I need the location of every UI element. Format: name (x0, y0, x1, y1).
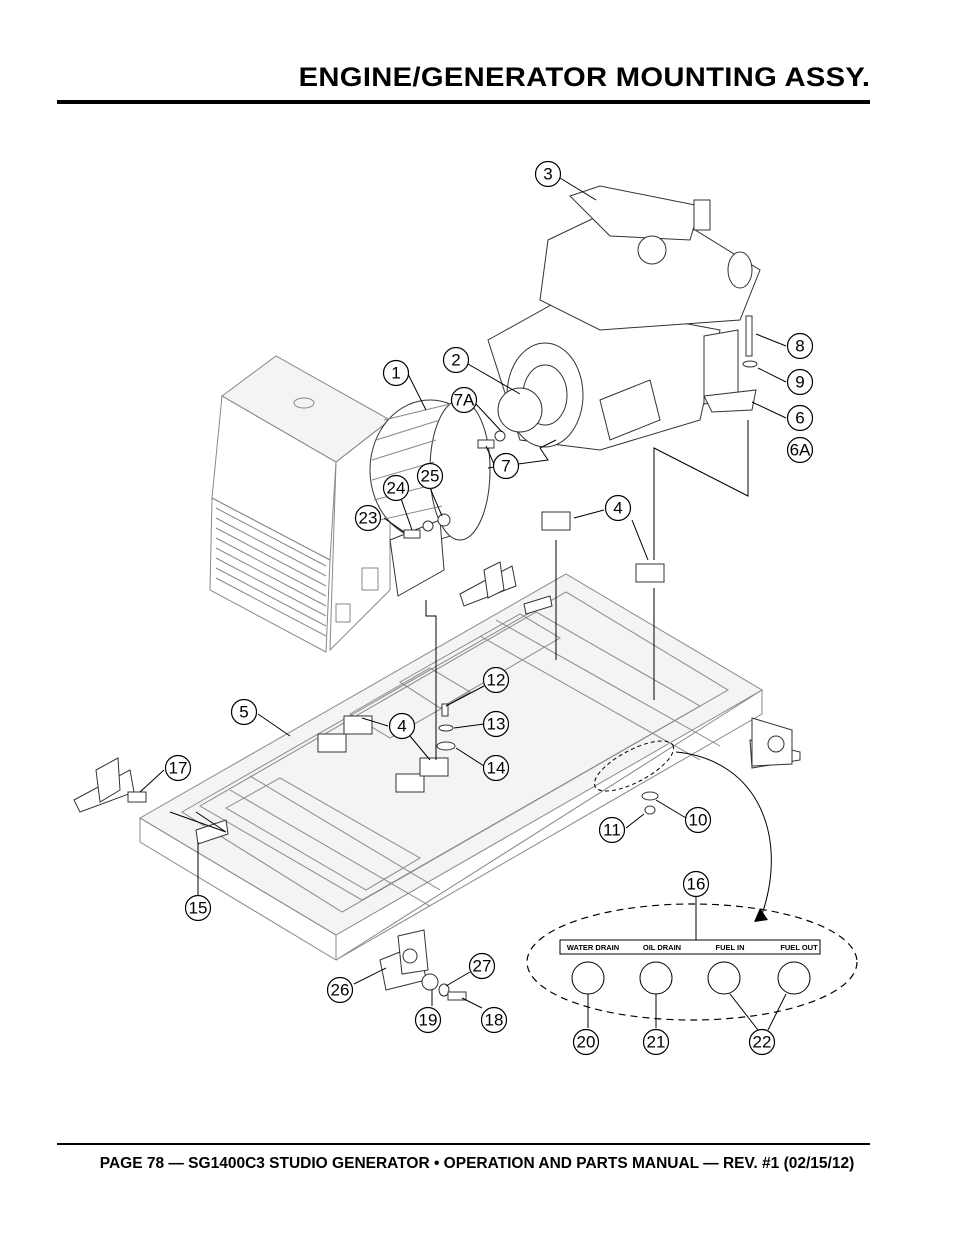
svg-text:21: 21 (647, 1033, 666, 1052)
svg-text:22: 22 (753, 1033, 772, 1052)
callout-18: 18 (480, 1006, 508, 1034)
panel-label-fuel-in: FUEL IN (715, 943, 744, 952)
callout-1: 1 (382, 359, 410, 387)
panel-label-water-drain: WATER DRAIN (567, 943, 619, 952)
oil-drain-port (639, 961, 673, 995)
callout-24: 24 (382, 474, 410, 502)
drain-panel-label-strip (559, 939, 821, 955)
callout-16: 16 (682, 870, 710, 898)
callout-27: 27 (468, 952, 496, 980)
mounting-brackets (73, 561, 801, 991)
callout-26: 26 (326, 976, 354, 1004)
svg-text:5: 5 (239, 703, 248, 722)
fuel-in-port (707, 961, 741, 995)
rubber-mounts (317, 511, 665, 793)
callout-6a: 6A (786, 436, 814, 464)
callout-5: 5 (230, 698, 258, 726)
svg-text:17: 17 (169, 759, 188, 778)
callout-14: 14 (482, 754, 510, 782)
generator-housing (209, 355, 391, 653)
svg-text:12: 12 (487, 671, 506, 690)
svg-text:6A: 6A (790, 441, 811, 460)
svg-text:6: 6 (795, 409, 804, 428)
callout-6: 6 (786, 404, 814, 432)
svg-text:7A: 7A (454, 391, 475, 410)
callout-bubbles: 3 1 2 7A 7 8 9 6 6A 24 25 23 4 12 5 4 13… (164, 160, 814, 1056)
svg-text:25: 25 (421, 467, 440, 486)
svg-text:18: 18 (485, 1011, 504, 1030)
callout-17: 17 (164, 754, 192, 782)
callout-leaders (139, 177, 787, 1009)
svg-text:20: 20 (577, 1033, 596, 1052)
callout-12: 12 (482, 666, 510, 694)
callout-15: 15 (184, 894, 212, 922)
header-rule (57, 100, 870, 104)
svg-text:19: 19 (419, 1011, 438, 1030)
callout-7: 7 (492, 452, 520, 480)
svg-text:27: 27 (473, 957, 492, 976)
svg-text:10: 10 (689, 811, 708, 830)
footer-rule (57, 1143, 870, 1145)
svg-text:3: 3 (543, 165, 552, 184)
callout-10: 10 (684, 806, 712, 834)
svg-text:1: 1 (391, 364, 400, 383)
water-drain-port (571, 961, 605, 995)
page-title: ENGINE/GENERATOR MOUNTING ASSY. (298, 62, 870, 92)
callout-9: 9 (786, 368, 814, 396)
svg-text:11: 11 (603, 821, 621, 840)
svg-text:4: 4 (397, 717, 406, 736)
svg-text:16: 16 (687, 875, 706, 894)
callout-21: 21 (642, 1028, 670, 1056)
callout-4-bottom: 4 (388, 712, 416, 740)
callout-19: 19 (414, 1006, 442, 1034)
svg-text:26: 26 (331, 981, 350, 1000)
callout-8: 8 (786, 332, 814, 360)
callout-7a: 7A (450, 386, 478, 414)
base-frame (139, 573, 763, 961)
callout-20: 20 (572, 1028, 600, 1056)
callout-4-top: 4 (604, 494, 632, 522)
callout-11: 11 (598, 816, 626, 844)
callout-13: 13 (482, 710, 510, 738)
callout-22: 22 (748, 1028, 776, 1056)
svg-text:14: 14 (487, 759, 506, 778)
panel-label-oil-drain: OIL DRAIN (643, 943, 681, 952)
svg-text:4: 4 (613, 499, 622, 518)
svg-text:9: 9 (795, 373, 804, 392)
svg-text:23: 23 (359, 509, 378, 528)
fuel-out-port (777, 961, 811, 995)
callout-23: 23 (354, 504, 382, 532)
detail-dashed-ellipse (526, 903, 858, 1021)
svg-text:2: 2 (451, 351, 460, 370)
drain-panel-detail: WATER DRAIN OIL DRAIN FUEL IN FUEL OUT (526, 896, 858, 1031)
page-footer: PAGE 78 — SG1400C3 STUDIO GENERATOR • OP… (99, 1155, 855, 1172)
detail-arrow (675, 751, 772, 921)
svg-text:8: 8 (795, 337, 804, 356)
svg-text:15: 15 (189, 899, 208, 918)
callout-2: 2 (442, 346, 470, 374)
svg-text:7: 7 (501, 457, 510, 476)
callout-3: 3 (534, 160, 562, 188)
panel-label-fuel-out: FUEL OUT (780, 943, 818, 952)
detail-marker-ellipse (593, 740, 675, 792)
svg-text:24: 24 (387, 479, 406, 498)
engine-block (487, 185, 761, 451)
detail-arrowhead (754, 908, 768, 922)
callout-25: 25 (416, 462, 444, 490)
svg-text:13: 13 (487, 715, 506, 734)
hardware-bolts (127, 315, 758, 1001)
